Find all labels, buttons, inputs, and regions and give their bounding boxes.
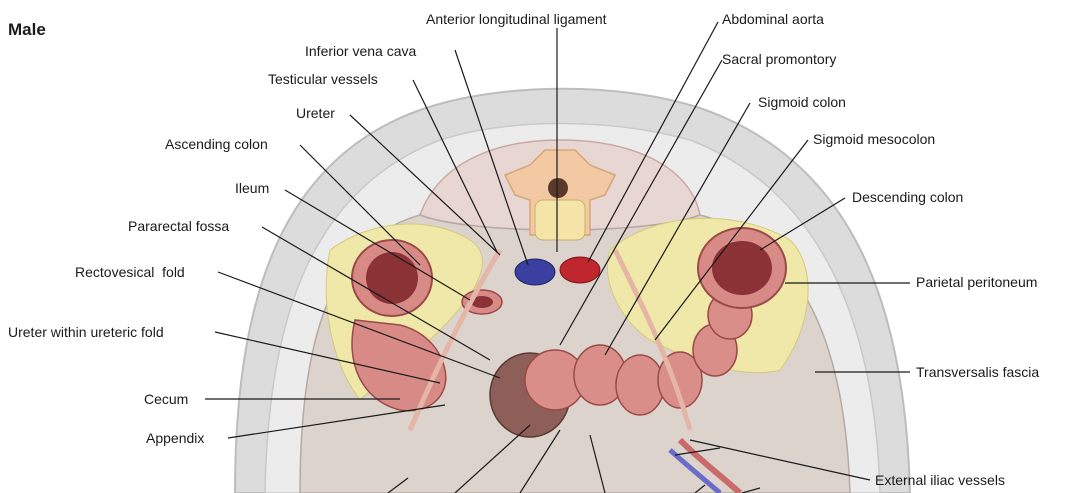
label-sigmoid-colon: Sigmoid colon xyxy=(758,94,846,110)
label-external-iliac-vessels: External iliac vessels xyxy=(875,472,1005,488)
label-ileum: Ileum xyxy=(235,180,269,196)
spinal-canal xyxy=(548,178,568,198)
label-anterior-longitudinal-ligament: Anterior longitudinal ligament xyxy=(426,11,607,27)
label-parietal-peritoneum: Parietal peritoneum xyxy=(916,274,1037,290)
descending-colon-lumen xyxy=(712,241,772,295)
label-sacral-promontory: Sacral promontory xyxy=(722,51,836,67)
label-appendix: Appendix xyxy=(146,430,204,446)
label-descending-colon: Descending colon xyxy=(852,189,963,205)
vertebral-body xyxy=(535,200,585,240)
aorta-shape xyxy=(560,257,600,283)
label-rectovesical-fold: Rectovesical fold xyxy=(75,264,185,280)
label-transversalis-fascia: Transversalis fascia xyxy=(916,364,1039,380)
label-abdominal-aorta: Abdominal aorta xyxy=(722,11,824,27)
label-cecum: Cecum xyxy=(144,391,188,407)
ascending-colon-lumen xyxy=(366,252,418,304)
label-ureter: Ureter xyxy=(296,105,335,121)
ivc-shape xyxy=(515,259,555,285)
label-sigmoid-mesocolon: Sigmoid mesocolon xyxy=(813,131,935,147)
label-pararectal-fossa: Pararectal fossa xyxy=(128,218,229,234)
label-inferior-vena-cava: Inferior vena cava xyxy=(305,43,416,59)
cross-section-illustration xyxy=(235,89,910,493)
label-ureter-within-ureteric-fold: Ureter within ureteric fold xyxy=(8,324,164,340)
label-ascending-colon: Ascending colon xyxy=(165,136,268,152)
label-testicular-vessels: Testicular vessels xyxy=(268,71,378,87)
